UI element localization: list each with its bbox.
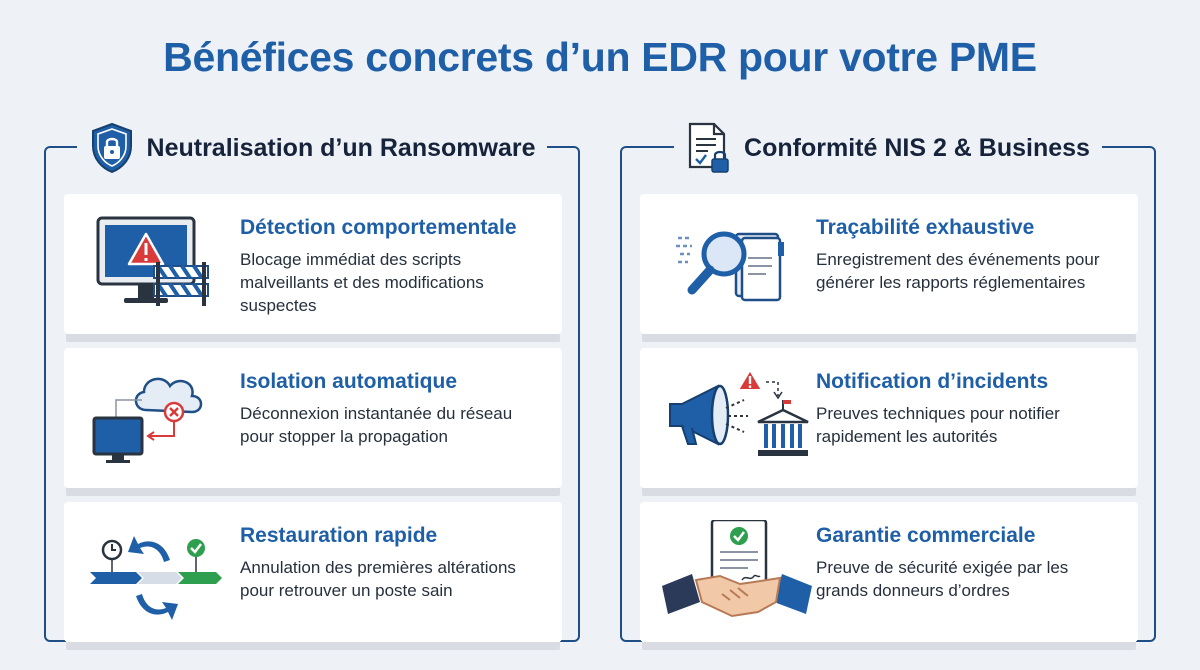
card-commercial-guarantee: Garantie commerciale Preuve de sécurité …	[640, 502, 1138, 642]
ransomware-panel: Neutralisation d’un Ransomware Détection…	[44, 122, 580, 642]
card-description: Enregistrement des événements pour génér…	[816, 250, 1100, 292]
ransomware-panel-header: Neutralisation d’un Ransomware	[76, 118, 548, 178]
handshake-certificate-icon	[662, 520, 812, 618]
document-lock-icon	[688, 122, 729, 173]
card-incident-notification: Notification d’incidents Preuves techniq…	[640, 348, 1138, 488]
card-description: Blocage immédiat des scripts malveillant…	[240, 250, 484, 315]
nis2-panel-title: Conformité NIS 2 & Business	[744, 133, 1090, 162]
cloud-disconnect-icon	[92, 377, 203, 463]
card-title: Restauration rapide	[240, 524, 438, 547]
card-description: Annulation des premières altérations pou…	[240, 558, 516, 600]
card-description: Preuves techniques pour notifier rapidem…	[816, 404, 1060, 446]
megaphone-authority-icon	[669, 368, 809, 456]
card-description: Déconnexion instantanée du réseau pour s…	[240, 404, 513, 446]
card-title: Isolation automatique	[240, 370, 458, 393]
nis2-panel-header: Conformité NIS 2 & Business	[652, 118, 1124, 178]
card-title: Notification d’incidents	[816, 370, 1049, 393]
card-description: Preuve de sécurité exigée par les grands…	[816, 558, 1069, 600]
magnifier-logbook-icon	[676, 231, 784, 302]
monitor-alert-barrier-icon	[96, 216, 209, 306]
page-title: Bénéfices concrets d’un EDR pour votre P…	[163, 34, 1037, 80]
card-behavioral-detection: Détection comportementale Blocage immédi…	[64, 194, 562, 334]
nis2-business-panel: Conformité NIS 2 & Business Traçabilité …	[620, 121, 1156, 642]
timeline-restore-icon	[90, 536, 222, 620]
card-rapid-restoration: Restauration rapide Annulation des premi…	[64, 502, 562, 642]
card-title: Détection comportementale	[240, 216, 517, 239]
shield-lock-icon	[91, 122, 132, 174]
card-title: Garantie commerciale	[816, 524, 1036, 547]
card-exhaustive-traceability: Traçabilité exhaustive Enregistrement de…	[640, 194, 1138, 334]
ransomware-panel-title: Neutralisation d’un Ransomware	[146, 133, 536, 162]
card-title: Traçabilité exhaustive	[816, 216, 1035, 239]
card-automatic-isolation: Isolation automatique Déconnexion instan…	[64, 348, 562, 488]
